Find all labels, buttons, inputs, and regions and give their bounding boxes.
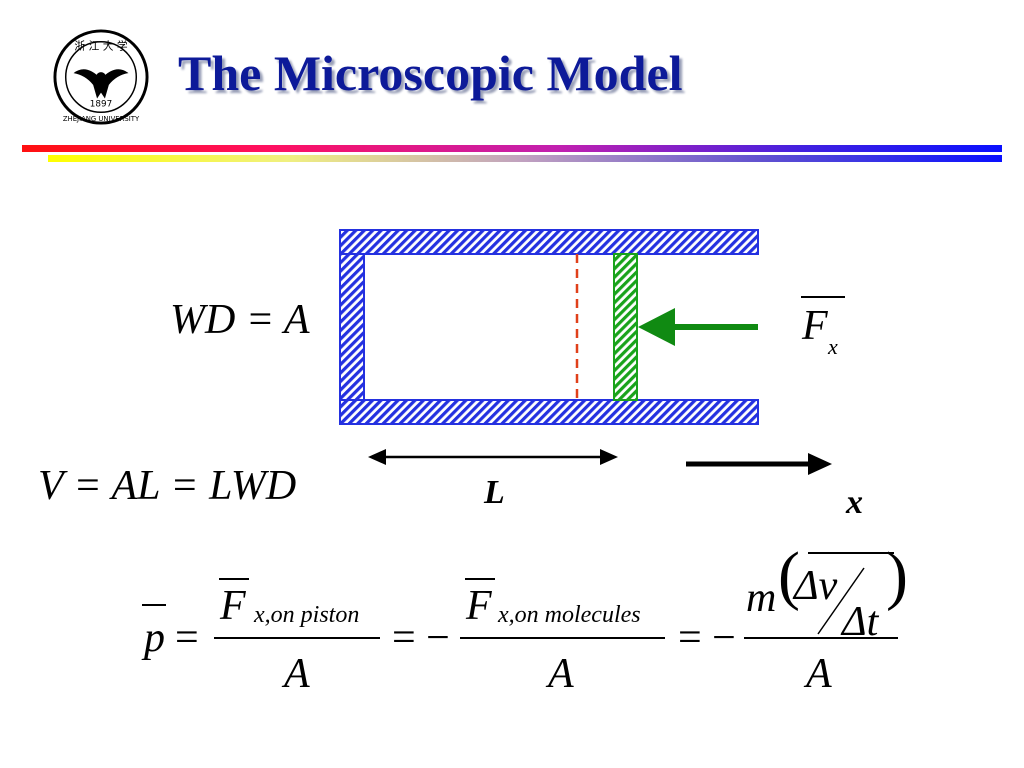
numerator-1-subscript: x,on piston: [254, 602, 360, 628]
paren-open: (: [778, 539, 800, 612]
f2-overbar: [465, 578, 495, 580]
university-logo: 浙 江 大 学 1897 ZHEJIANG UNIVERSITY: [53, 29, 149, 125]
numerator-3-delta-t: Δt: [842, 599, 879, 645]
force-label: F: [802, 303, 828, 349]
cylinder-top-wall: [339, 229, 759, 255]
numerator-2-force: F: [466, 583, 492, 629]
numerator-3-mass: m: [746, 575, 777, 621]
slide-title: The Microscopic Model: [178, 45, 683, 101]
logo-text-top: 浙 江 大 学: [74, 40, 128, 53]
p-overbar: [142, 604, 166, 606]
denominator-3: A: [806, 651, 832, 697]
volume-equation: V = AL = LWD: [38, 463, 297, 509]
axis-label: x: [846, 484, 863, 521]
pressure-symbol: p: [144, 615, 165, 661]
force-label-overbar: [801, 296, 845, 298]
length-label: L: [484, 474, 505, 511]
title-rule-lower: [48, 155, 1002, 162]
equals-minus-3: = −: [678, 615, 736, 661]
length-arrow-right-head: [600, 449, 618, 465]
length-arrow-left-head: [368, 449, 386, 465]
fraction-bar-2: [460, 637, 665, 639]
numerator-2-subscript: x,on molecules: [498, 602, 641, 628]
f1-overbar: [219, 578, 249, 580]
piston: [613, 253, 638, 401]
slash-divider: [817, 567, 865, 635]
paren-overline: [808, 552, 894, 554]
numerator-1-force: F: [220, 583, 246, 629]
area-equation: WD = A: [170, 297, 310, 343]
paren-close: ): [886, 539, 908, 612]
numerator-3-delta-v: Δv: [794, 563, 838, 609]
fraction-bar-3: [744, 637, 898, 639]
equals-minus-2: = −: [392, 615, 450, 661]
force-arrow-head: [638, 308, 675, 346]
force-label-subscript: x: [828, 334, 838, 359]
logo-year: 1897: [90, 99, 112, 109]
logo-text-bottom: ZHEJIANG UNIVERSITY: [63, 115, 140, 123]
denominator-1: A: [284, 651, 310, 697]
cylinder-left-wall: [339, 253, 365, 401]
title-rule-upper: [22, 145, 1002, 152]
cylinder-diagram: [339, 229, 832, 475]
fraction-bar-1: [214, 637, 380, 639]
denominator-2: A: [548, 651, 574, 697]
x-axis-arrow-head: [808, 453, 832, 475]
equals-1: =: [175, 615, 199, 661]
cylinder-bottom-wall: [339, 399, 759, 425]
